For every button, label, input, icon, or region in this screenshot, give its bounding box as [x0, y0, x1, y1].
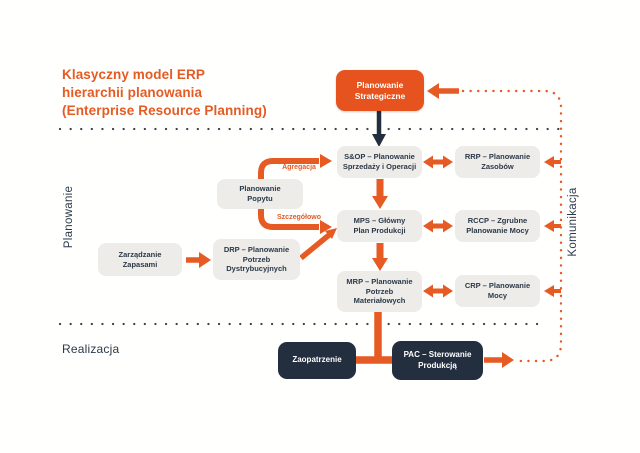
node-demand-planning: Planowanie Popytu	[217, 179, 303, 209]
arrow-sop-rrp-bidirectional	[423, 155, 453, 169]
edge-label-aggregation: Agregacja	[282, 164, 316, 171]
node-drp: DRP – Planowanie Potrzeb Dystrybucyjnych	[213, 239, 300, 280]
node-mrp: MRP – Planowanie Potrzeb Materiałowych	[337, 271, 422, 312]
node-mps: MPS – Główny Plan Produkcji	[337, 210, 422, 242]
arrow-demand-to-sop-aggregation	[258, 154, 332, 183]
diagram-title: Klasyczny model ERP hierarchii planowani…	[62, 66, 267, 120]
arrow-communication-to-strategic	[427, 83, 459, 99]
title-line-2: hierarchii planowania	[62, 85, 203, 100]
arrow-mps-to-mrp	[372, 243, 388, 271]
planning-section-label: Planowanie	[63, 185, 75, 249]
title-line-3: (Enterprise Resource Planning)	[62, 103, 267, 118]
connector-mrp-to-execution	[348, 310, 400, 364]
arrow-strategic-to-sop	[372, 110, 386, 147]
arrow-communication-to-rrp	[544, 156, 561, 168]
title-line-1: Klasyczny model ERP	[62, 67, 205, 82]
node-strategic-planning: Planowanie Strategiczne	[336, 70, 424, 111]
communication-loop-dotted	[461, 89, 563, 363]
node-procurement: Zaopatrzenie	[278, 342, 356, 379]
node-rrp: RRP – Planowanie Zasobów	[455, 146, 540, 178]
arrow-inventory-to-drp	[186, 252, 211, 268]
arrow-mps-rccp-bidirectional	[423, 219, 453, 233]
arrow-pac-to-communication	[484, 352, 514, 368]
execution-section-label: Realizacja	[62, 342, 120, 356]
node-pac: PAC – Sterowanie Produkcją	[392, 341, 483, 380]
node-rccp: RCCP – Zgrubne Planowanie Mocy	[455, 210, 540, 242]
node-inventory-management: Zarządzanie Zapasami	[98, 243, 182, 276]
arrow-demand-to-mps-detail	[258, 205, 332, 234]
communication-section-label: Komunikacja	[567, 187, 579, 257]
edge-label-detail: Szczegółowo	[277, 214, 321, 221]
arrow-communication-to-rccp	[544, 220, 561, 232]
arrow-drp-to-mps	[299, 228, 337, 261]
arrow-sop-to-mps	[372, 179, 388, 209]
arrow-communication-to-crp	[544, 285, 561, 297]
arrow-mrp-crp-bidirectional	[423, 284, 453, 298]
node-sop: S&OP – Planowanie Sprzedaży i Operacji	[337, 146, 422, 178]
node-crp: CRP – Planowanie Mocy	[455, 275, 540, 307]
